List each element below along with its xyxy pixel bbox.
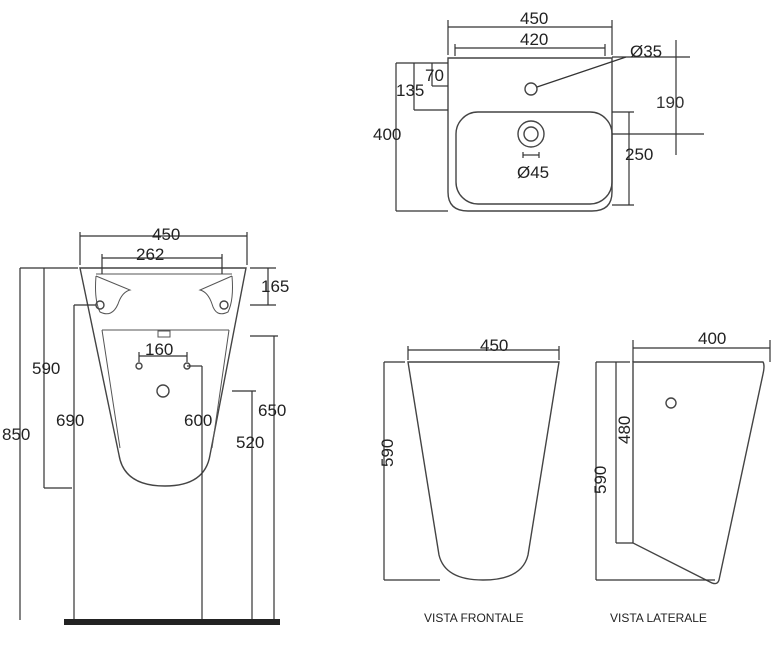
top-depth-135-label: 135	[396, 81, 424, 100]
front-view-height-label: 590	[378, 439, 397, 467]
tap-hole	[524, 82, 538, 96]
front-view: 450 590 VISTA FRONTALE	[378, 336, 560, 625]
drain-diameter-label: Ø45	[517, 163, 549, 182]
section-dim-650-label: 650	[258, 401, 286, 420]
section-width-inner-label: 262	[136, 245, 164, 264]
section-inner-outline	[101, 329, 230, 449]
section-width-top-label: 450	[152, 225, 180, 244]
side-view-tap-hole	[665, 397, 677, 409]
side-view: 400 480 590 VISTA LATERALE	[591, 329, 771, 625]
section-right-fixing-hole	[219, 300, 229, 310]
top-view-basin-outline	[447, 57, 613, 212]
section-dim-850-label: 850	[2, 425, 30, 444]
top-depth-70-label: 70	[425, 66, 444, 85]
front-view-width-label: 450	[480, 336, 508, 355]
section-left-hole	[135, 362, 143, 370]
top-width-inner-label: 420	[520, 30, 548, 49]
section-dim-160-label: 160	[145, 340, 173, 359]
drain-outer	[517, 120, 545, 148]
front-section-view: 450 262 165 160 850 590 690 600	[2, 225, 289, 625]
front-view-caption: VISTA FRONTALE	[424, 611, 524, 625]
section-outer-outline	[79, 267, 247, 487]
top-view-bowl	[455, 111, 613, 205]
front-view-outline	[407, 361, 560, 581]
section-dim-600-label: 600	[184, 411, 212, 430]
section-right-cutout	[198, 275, 233, 315]
section-dim-590-label: 590	[32, 359, 60, 378]
section-dim-165-label: 165	[261, 277, 289, 296]
side-view-height-label: 590	[591, 466, 610, 494]
bowl-depth-label: 250	[625, 145, 653, 164]
side-view-caption: VISTA LATERALE	[610, 611, 707, 625]
drain-inner	[523, 126, 539, 142]
top-width-outer-label: 450	[520, 9, 548, 28]
top-depth-190-label: 190	[656, 93, 684, 112]
top-view: 450 420 Ø35 190 70 135 400 250	[373, 9, 704, 212]
tap-hole-diameter-label: Ø35	[630, 42, 662, 61]
section-dim-520-label: 520	[236, 433, 264, 452]
side-view-width-label: 400	[698, 329, 726, 348]
side-view-dim-480-label: 480	[615, 416, 634, 444]
section-waste-hole	[156, 384, 170, 398]
section-dim-690-label: 690	[56, 411, 84, 430]
side-view-outline	[632, 361, 765, 585]
top-depth-total-label: 400	[373, 125, 401, 144]
floor-line	[64, 619, 280, 625]
section-left-cutout	[95, 275, 132, 315]
